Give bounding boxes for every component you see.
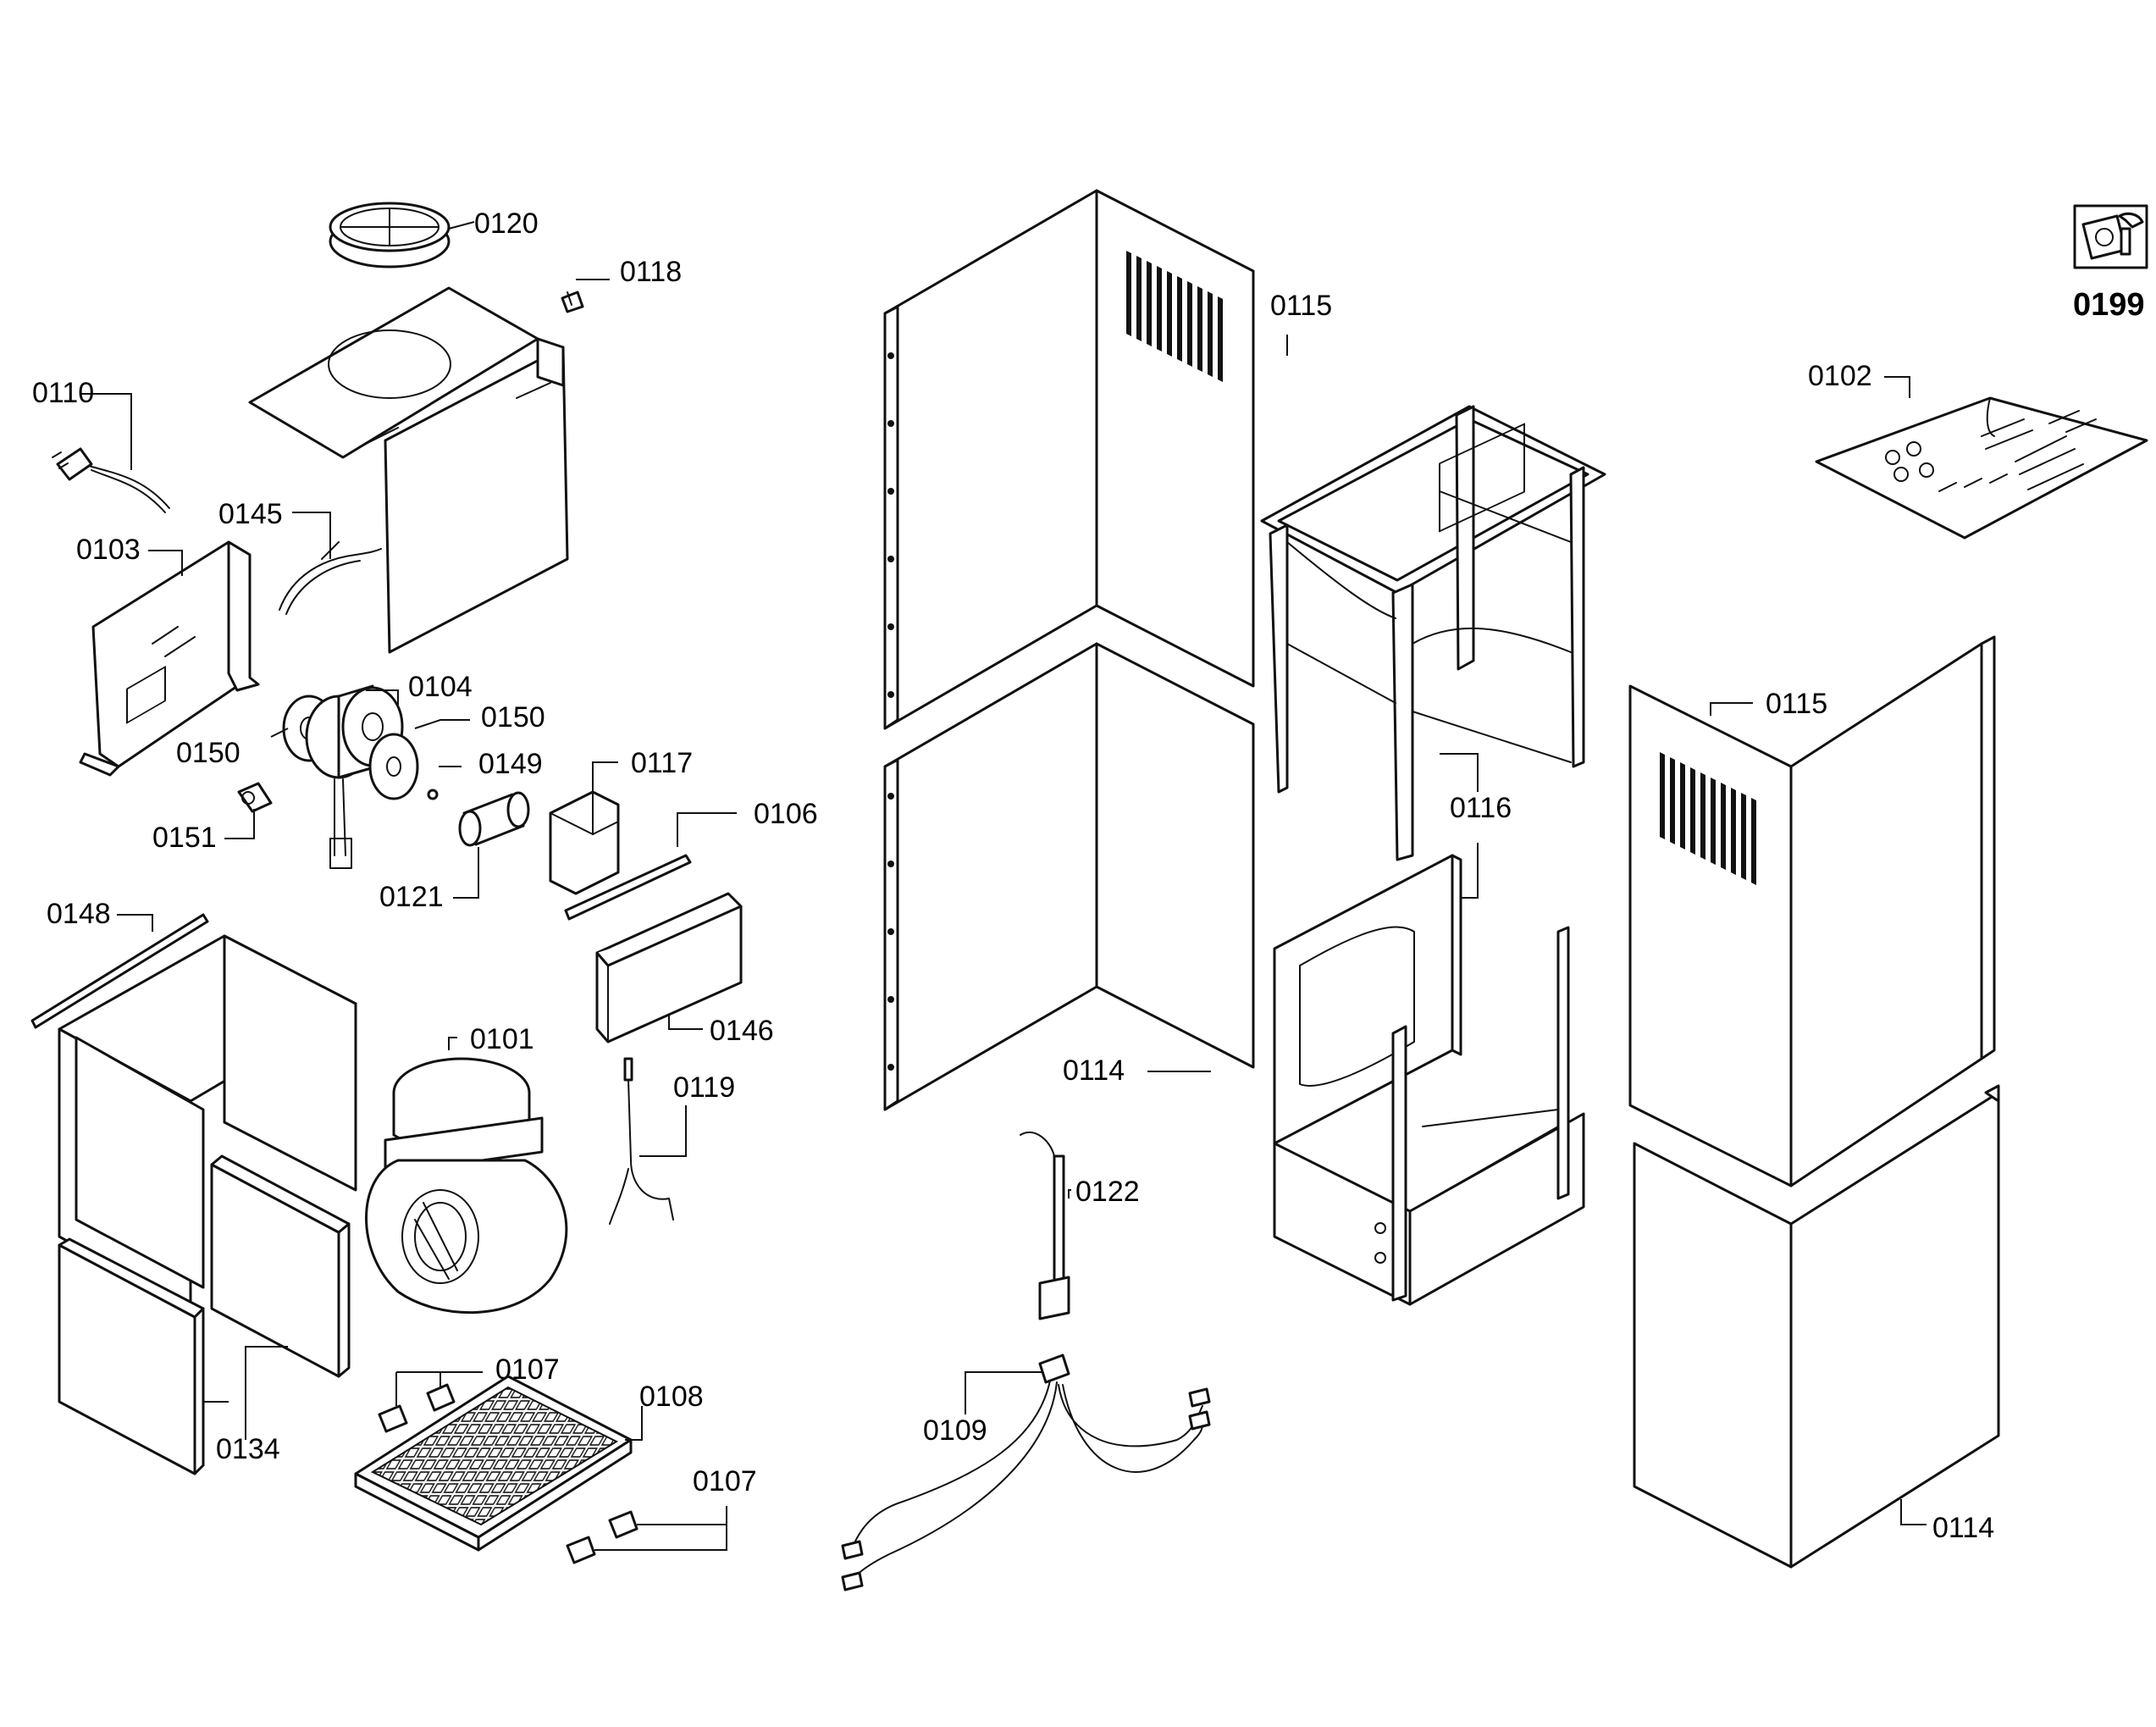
label-0117: 0117 [631, 747, 693, 779]
label-0114-right: 0114 [1932, 1512, 1994, 1544]
label-0115-right: 0115 [1766, 688, 1827, 720]
part-0146-panel [595, 892, 743, 1043]
part-0114-lower-chimney-right [1633, 1084, 2000, 1569]
label-0115-center: 0115 [1270, 290, 1332, 322]
part-0114-lower-chimney [883, 642, 1255, 1111]
part-0149-screw [427, 789, 439, 800]
label-0122: 0122 [1075, 1176, 1140, 1208]
part-0117-switch-box [549, 790, 620, 895]
label-0121: 0121 [379, 881, 444, 913]
label-0103: 0103 [76, 534, 141, 566]
part-0115-upper-chimney [883, 189, 1255, 730]
label-0146: 0146 [710, 1015, 774, 1047]
part-0109-wiring-harness [841, 1353, 1211, 1591]
fan-housing-box [58, 934, 357, 1310]
part-0151-fitting [237, 782, 273, 813]
label-0149: 0149 [478, 748, 543, 780]
part-0116-frame-upper [1260, 405, 1606, 861]
label-0145: 0145 [218, 498, 283, 530]
label-0150-right: 0150 [481, 701, 545, 733]
label-0107-bottom: 0107 [693, 1465, 757, 1497]
label-0120: 0120 [474, 208, 539, 240]
part-0119-sensor-cable [609, 1057, 674, 1225]
part-0107-clip-b [566, 1510, 639, 1564]
label-0134: 0134 [216, 1433, 280, 1465]
vent-grille-right [1660, 752, 1756, 885]
part-0150-disc-right [368, 733, 419, 800]
label-0109: 0109 [923, 1414, 987, 1447]
part-0120-ring [329, 202, 451, 268]
label-0101: 0101 [470, 1023, 534, 1055]
part-0122-sensor [1020, 1131, 1070, 1320]
part-0107-clip-a [378, 1383, 456, 1433]
label-0119: 0119 [673, 1071, 735, 1104]
wrench-icon [2073, 204, 2148, 269]
label-0104: 0104 [408, 671, 473, 703]
label-0102: 0102 [1808, 360, 1872, 392]
label-0118: 0118 [620, 256, 682, 288]
part-0116-frame-lower [1273, 854, 1585, 1306]
part-0115-upper-chimney-right [1628, 635, 1996, 1187]
label-0199: 0199 [2073, 287, 2145, 323]
label-0116: 0116 [1450, 792, 1512, 824]
part-0103-control-bracket [79, 540, 260, 777]
label-0150-left: 0150 [176, 737, 240, 769]
part-0102-hardware-bag [1815, 396, 2148, 540]
part-0110-power-cord [52, 447, 170, 513]
label-0108: 0108 [639, 1381, 704, 1413]
part-0121-capacitor [458, 791, 530, 847]
part-0118-clip [561, 291, 584, 313]
label-0148: 0148 [47, 898, 111, 930]
label-0110: 0110 [32, 377, 94, 409]
part-0134-panel-back [210, 1154, 351, 1378]
label-0114-center: 0114 [1063, 1054, 1125, 1087]
part-0134-panel-front [58, 1237, 205, 1475]
vent-grille-upper [1126, 251, 1223, 382]
part-0106-strip [564, 854, 692, 921]
part-0148-strip [30, 913, 209, 1029]
part-0101-blower [365, 1057, 568, 1315]
label-0151: 0151 [152, 822, 217, 854]
part-0104-motor [305, 684, 404, 869]
motor-housing-top [248, 286, 569, 654]
label-0106: 0106 [754, 798, 818, 830]
